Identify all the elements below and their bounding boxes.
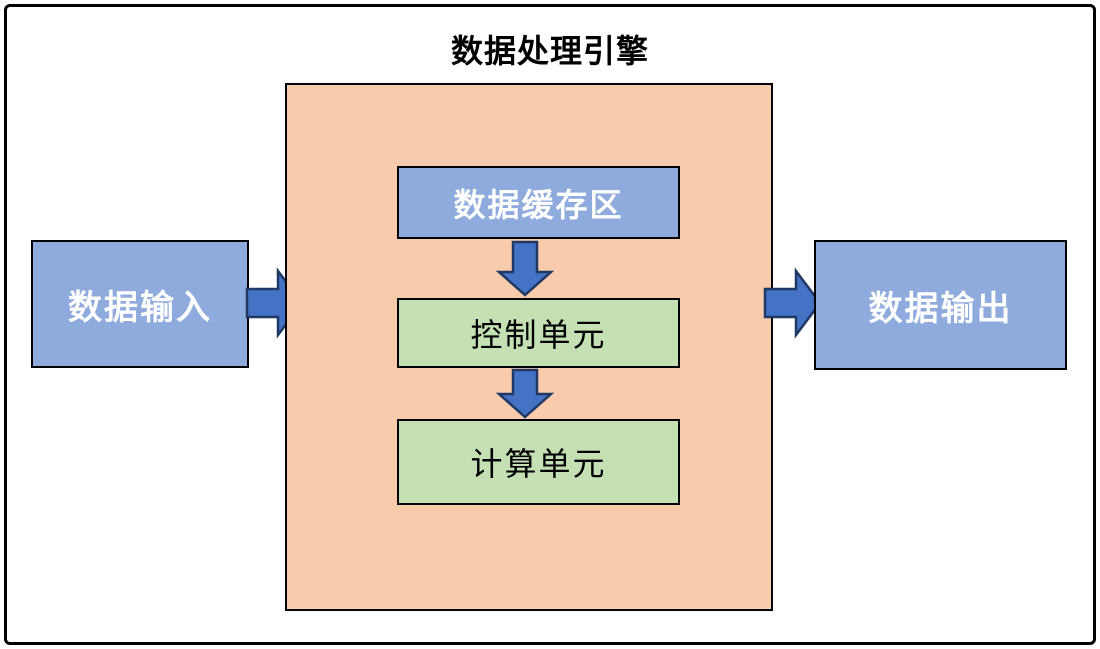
- node-control-unit-label: 控制单元: [470, 317, 607, 353]
- engine-container: 数据缓存区 控制单元 计算单元: [285, 83, 773, 611]
- node-data-buffer: 数据缓存区: [397, 166, 680, 239]
- node-compute-unit-label: 计算单元: [470, 446, 607, 482]
- arrow-control-to-compute-icon: [495, 368, 555, 419]
- arrow-buffer-to-control-icon: [495, 240, 555, 297]
- node-data-output-label: 数据输出: [868, 289, 1013, 328]
- node-data-input-label: 数据输入: [68, 288, 212, 327]
- node-data-output: 数据输出: [814, 240, 1067, 370]
- node-compute-unit: 计算单元: [397, 419, 680, 505]
- node-control-unit: 控制单元: [397, 298, 680, 368]
- diagram-title: 数据处理引擎: [450, 33, 649, 69]
- arrow-engine-to-output-icon: [763, 267, 822, 339]
- node-data-buffer-label: 数据缓存区: [453, 186, 624, 223]
- node-data-input: 数据输入: [31, 240, 249, 368]
